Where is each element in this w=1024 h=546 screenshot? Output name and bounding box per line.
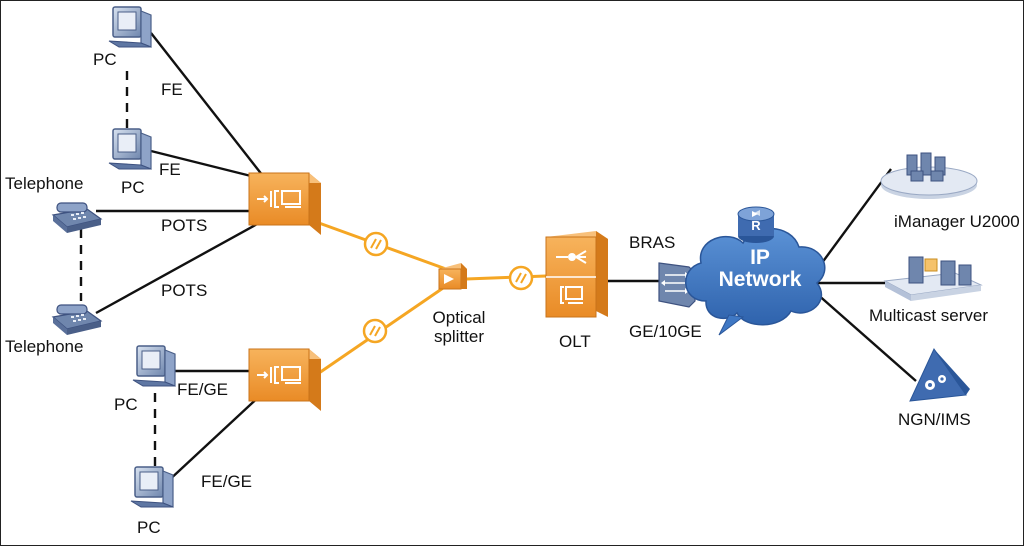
- multicast-server-icon: [883, 256, 983, 301]
- fiber-marker-1: [363, 231, 389, 257]
- router-letter: R: [751, 218, 761, 233]
- pc-label: PC: [114, 395, 138, 414]
- fe-link-1: [150, 32, 264, 177]
- pc-icon: [132, 345, 176, 387]
- fege-link-label: FE/GE: [201, 472, 253, 491]
- onu-icon: [248, 348, 321, 411]
- telephone-icon: [51, 304, 103, 335]
- fe-link-2: [150, 149, 252, 178]
- bras-icon: [658, 262, 696, 308]
- pots-link-label: POTS: [161, 216, 208, 235]
- ngn-ims-icon: [909, 347, 970, 402]
- fe-link-label: FE: [159, 160, 181, 179]
- pc-icon: [130, 466, 174, 508]
- pc-label: PC: [137, 518, 161, 537]
- optical-splitter-icon: [438, 263, 467, 290]
- olt-icon: [545, 231, 608, 318]
- optical-splitter-label-line1: Optical: [432, 308, 486, 327]
- pc-label: PC: [93, 50, 117, 69]
- telephone-label: Telephone: [5, 337, 84, 356]
- olt-label: OLT: [559, 332, 591, 351]
- ngn-ims-label: NGN/IMS: [898, 410, 971, 429]
- pc-icon: [108, 6, 152, 48]
- optical-splitter-label: Optical splitter: [419, 308, 499, 346]
- onu-icon: [248, 172, 321, 235]
- fe-link-label: FE: [161, 80, 183, 99]
- fiber-marker-2: [362, 318, 388, 344]
- uplink-label: GE/10GE: [629, 322, 702, 341]
- cloud-imanager-link: [815, 168, 892, 272]
- telephone-label: Telephone: [5, 174, 84, 193]
- imanager-label: iManager U2000: [894, 212, 1020, 231]
- dashed-links: [79, 71, 157, 467]
- router-icon: [737, 206, 775, 243]
- imanager-icon: [880, 152, 978, 199]
- pc-label: PC: [121, 178, 145, 197]
- telephone-icon: [51, 202, 103, 233]
- fege-link-2: [165, 392, 264, 484]
- ip-network-label-line1: IP: [750, 246, 770, 269]
- multicast-server-label: Multicast server: [869, 306, 989, 325]
- optical-splitter-label-line2: splitter: [433, 326, 485, 346]
- fiber-links: [318, 221, 547, 375]
- fege-link-label: FE/GE: [177, 380, 229, 399]
- ip-network-label-line2: Network: [718, 268, 802, 292]
- bras-label: BRAS: [629, 233, 676, 252]
- access-links: [95, 32, 917, 484]
- ip-network-label: IP Network: [705, 246, 815, 292]
- pc-icon: [108, 128, 152, 170]
- ip-network-cloud: [685, 227, 826, 336]
- pots-link-2: [95, 221, 260, 315]
- fiber-splitter-olt: [465, 274, 547, 281]
- fiber-marker-3: [508, 265, 534, 291]
- pots-link-label: POTS: [161, 281, 208, 300]
- cloud-ngn-link: [815, 292, 917, 382]
